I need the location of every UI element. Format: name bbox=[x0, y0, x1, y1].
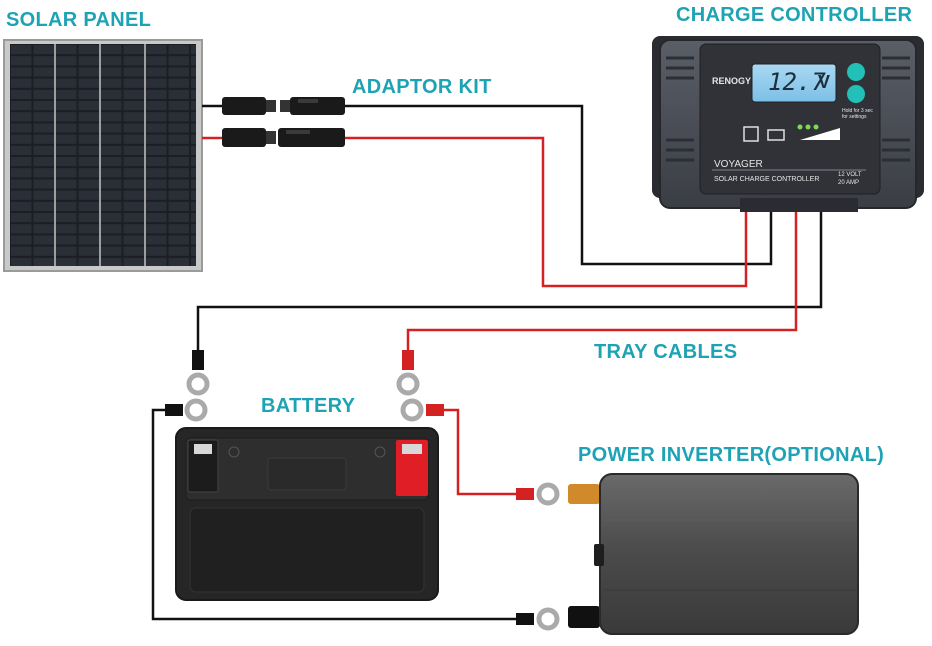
adaptor-kit-label: ADAPTOR KIT bbox=[352, 76, 492, 98]
negative-mark-icon bbox=[228, 446, 240, 458]
adaptor-positive-wire bbox=[345, 136, 748, 288]
controller-display-unit: V bbox=[818, 72, 831, 92]
controller-brand: RENOGY bbox=[712, 76, 752, 86]
tray-positive-wire bbox=[406, 210, 798, 352]
controller-model: VOYAGER bbox=[714, 159, 763, 170]
mc4-negative-pair bbox=[222, 97, 345, 115]
controller-button-down bbox=[847, 85, 865, 103]
ring-terminals bbox=[165, 350, 560, 631]
wires bbox=[151, 104, 823, 621]
controller-grip-right bbox=[882, 56, 910, 162]
tray-cables-label: TRAY CABLES bbox=[594, 341, 738, 363]
controller-rating-volt: 12 VOLT bbox=[838, 172, 862, 178]
adaptor-negative-wire bbox=[345, 104, 773, 266]
controller-grip-left bbox=[666, 56, 694, 162]
charge-controller bbox=[652, 36, 924, 212]
power-inverter bbox=[568, 473, 859, 635]
charge-level-leds bbox=[797, 124, 840, 140]
inverter-negative-post bbox=[568, 606, 600, 628]
inverter-positive-post bbox=[568, 484, 600, 504]
inverter-negative-wire bbox=[151, 408, 520, 621]
power-inverter-label: POWER INVERTER(OPTIONAL) bbox=[578, 444, 885, 466]
solar-panel-label: SOLAR PANEL bbox=[6, 9, 152, 31]
inverter-positive-wire bbox=[442, 408, 520, 496]
controller-rating-amp: 20 AMP bbox=[838, 180, 860, 186]
battery-label: BATTERY bbox=[261, 395, 356, 417]
mc4-positive-pair bbox=[222, 128, 345, 147]
controller-hint: Hold for 3 sec for settings bbox=[842, 108, 873, 120]
tray-negative-wire bbox=[196, 210, 823, 352]
controller-lcd bbox=[751, 63, 837, 103]
controller-display-value: 12.7 bbox=[768, 68, 826, 96]
solar-panel bbox=[3, 39, 203, 272]
battery bbox=[175, 427, 439, 601]
controller-subtitle: SOLAR CHARGE CONTROLLER bbox=[714, 176, 820, 183]
adaptor-kit-connectors bbox=[222, 97, 345, 147]
positive-mark-icon bbox=[374, 446, 386, 458]
controller-button-up bbox=[847, 63, 865, 81]
battery-status-icon bbox=[743, 126, 785, 142]
charge-controller-label: CHARGE CONTROLLER bbox=[676, 4, 913, 26]
